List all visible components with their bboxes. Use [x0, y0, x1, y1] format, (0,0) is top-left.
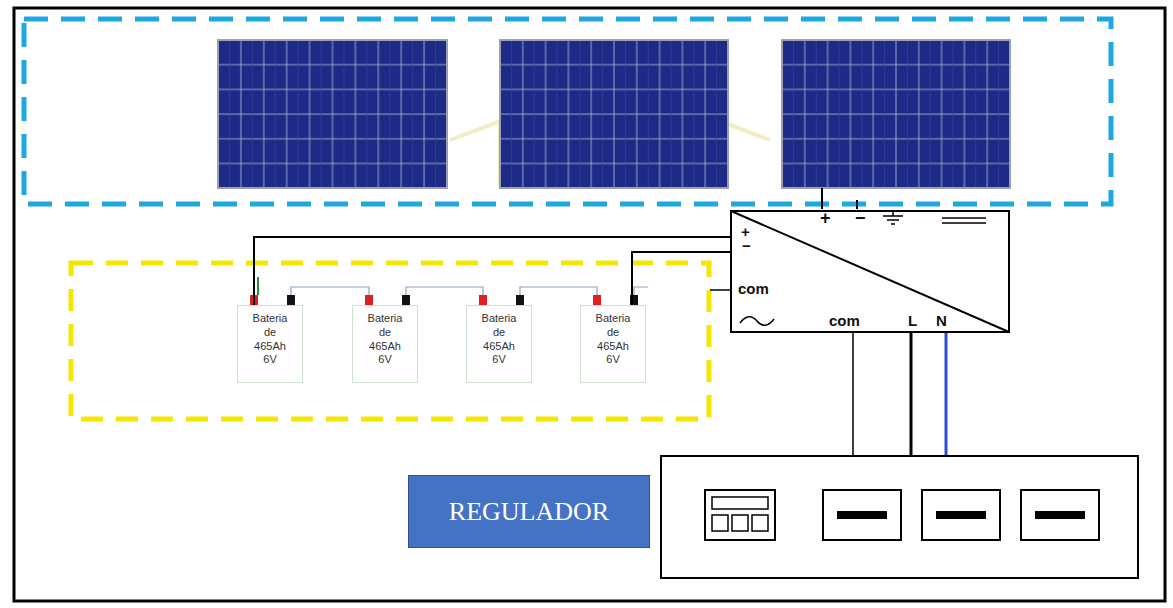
inverter-box: +−+−comcomLN	[730, 210, 1010, 333]
dc-wire	[254, 237, 730, 305]
ac-symbol	[740, 317, 774, 326]
com-wire	[710, 289, 730, 291]
battery-label: Bateria de 465Ah 6V	[362, 306, 408, 367]
battery-bank-region	[71, 263, 709, 419]
terminal-label: +	[820, 209, 831, 227]
terminal-label: com	[738, 281, 769, 296]
solar-panels	[218, 40, 1010, 188]
regulator-label-box: REGULADOR	[408, 475, 650, 548]
neutral-wire	[945, 333, 948, 456]
line-wire	[910, 333, 913, 456]
distribution-panel	[661, 456, 1138, 578]
battery-box: Bateria de 465Ah 6V	[352, 305, 418, 383]
battery-label: Bateria de 465Ah 6V	[476, 306, 522, 367]
circuit-breakers	[823, 490, 1099, 540]
battery-label: Bateria de 465Ah 6V	[247, 306, 293, 367]
battery-label: Bateria de 465Ah 6V	[590, 306, 636, 367]
battery-box: Bateria de 465Ah 6V	[580, 305, 646, 383]
battery-terminals	[250, 277, 648, 305]
terminal-label: L	[908, 313, 917, 328]
battery-box: Bateria de 465Ah 6V	[466, 305, 532, 383]
ground-symbol	[883, 210, 903, 224]
terminal-label: com	[829, 313, 860, 328]
title-label: REGULADOR	[449, 497, 609, 527]
outer-frame	[14, 8, 1165, 601]
terminal-label: −	[855, 209, 866, 227]
terminal-label: N	[936, 313, 947, 328]
solar-array-region	[24, 19, 1111, 204]
inverter-outline	[730, 210, 1010, 333]
terminal-label: +	[741, 224, 750, 239]
pv-wires	[822, 188, 857, 209]
dc-symbol	[942, 218, 986, 223]
energy-meter	[705, 490, 775, 540]
dc-wire	[632, 252, 730, 305]
terminal-label: −	[742, 238, 751, 253]
battery-box: Bateria de 465Ah 6V	[237, 305, 303, 383]
